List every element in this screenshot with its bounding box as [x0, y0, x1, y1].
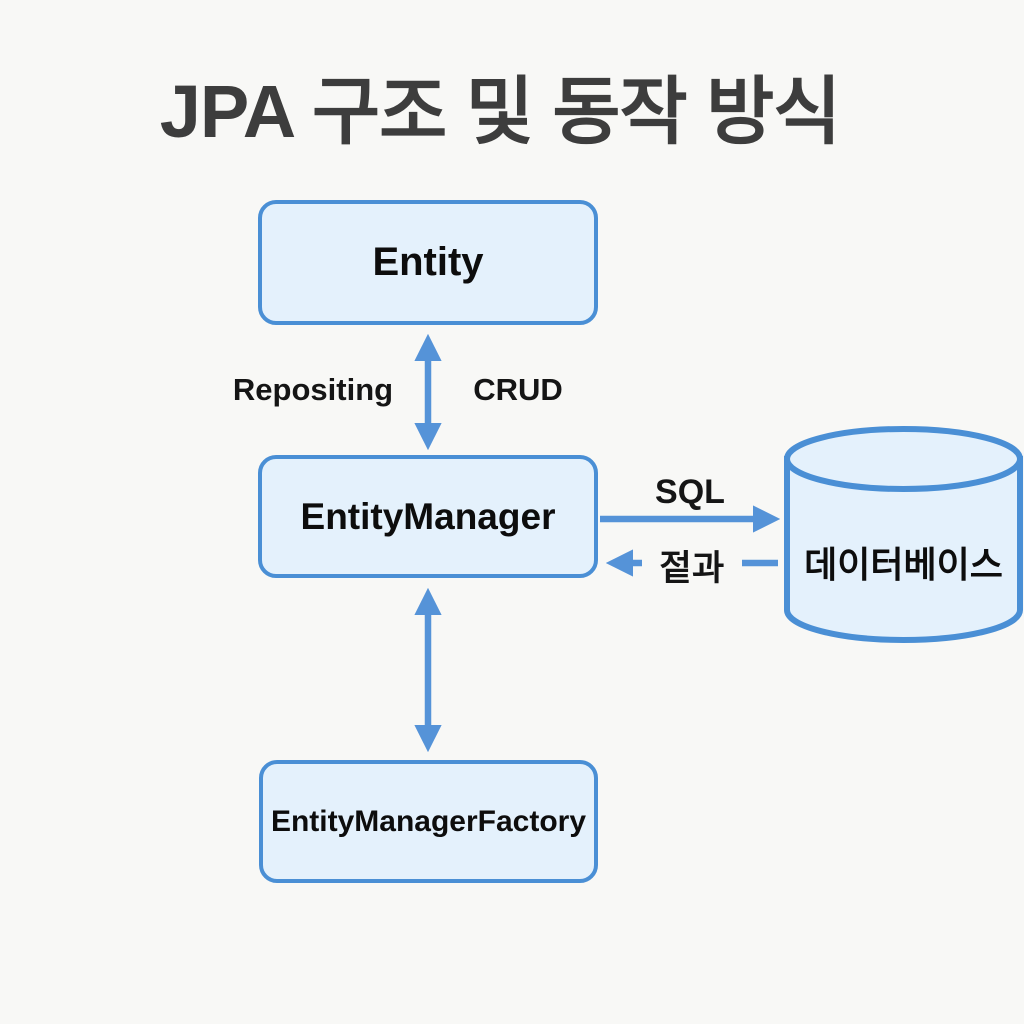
edge-label-result: 젙과	[642, 538, 742, 593]
edge-label-repositing: Repositing	[232, 372, 394, 407]
node-database-label: 데이터베이스	[804, 544, 1003, 585]
page-title: JPA 구조 및 동작 방식	[159, 70, 842, 153]
node-entity-manager-label: EntityManager	[300, 495, 556, 537]
node-entity: Entity	[258, 200, 598, 325]
node-entity-manager-factory: EntityManagerFactory	[259, 760, 598, 883]
node-entity-manager: EntityManager	[258, 455, 598, 578]
database-cylinder	[784, 426, 1023, 643]
node-entity-label: Entity	[372, 240, 484, 284]
edge-label-sql: SQL	[655, 473, 725, 511]
node-entity-manager-factory-label: EntityManagerFactory	[270, 804, 587, 838]
edge-label-crud: CRUD	[473, 372, 563, 407]
